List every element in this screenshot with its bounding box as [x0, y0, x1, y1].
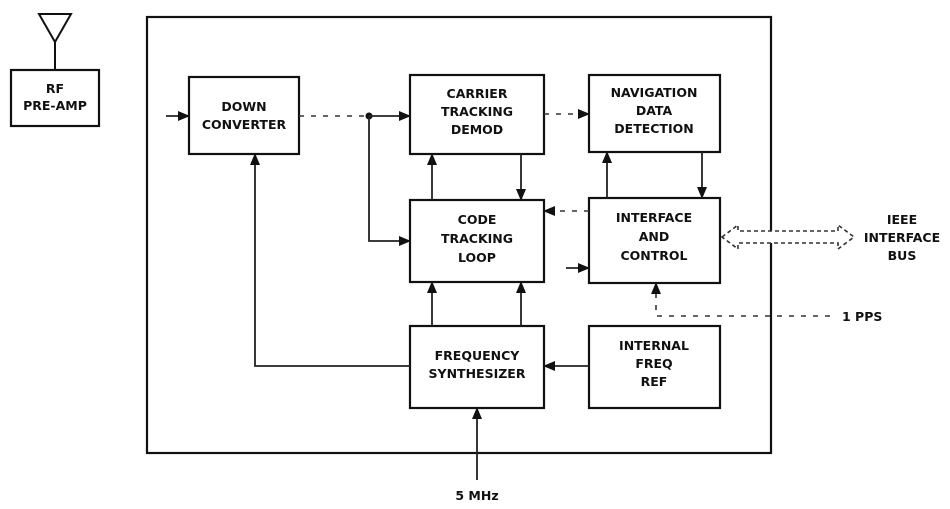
carrier-tracking-demod-label: TRACKING: [441, 104, 513, 119]
navigation-data-detection-label: DATA: [636, 103, 673, 118]
code-tracking-loop-block: CODE TRACKING LOOP: [408, 198, 546, 284]
navigation-data-detection-label: DETECTION: [614, 121, 693, 136]
ieee-bus-label-line3: BUS: [888, 248, 917, 263]
carrier-tracking-demod-label: CARRIER: [447, 86, 508, 101]
rf-preamp-label: PRE-AMP: [23, 98, 87, 113]
interface-and-control-label: CONTROL: [620, 248, 687, 263]
external-ref-label: 5 MHz: [455, 488, 498, 503]
frequency-synthesizer-block: FREQUENCY SYNTHESIZER: [408, 324, 546, 410]
internal-freq-ref-block: INTERNAL FREQ REF: [587, 324, 722, 410]
synth-to-downconverter-arrow: [250, 153, 410, 367]
internal-freq-ref-label: FREQ: [635, 356, 672, 371]
internal-freq-ref-label: INTERNAL: [619, 338, 689, 353]
down-converter-label: CONVERTER: [202, 117, 287, 132]
code-tracking-loop-label: TRACKING: [441, 231, 513, 246]
code-tracking-loop-label: LOOP: [458, 250, 496, 265]
internal-freq-ref-label: REF: [641, 374, 668, 389]
rf-preamp-label: RF: [46, 81, 64, 96]
pps-input-arrow: [651, 282, 830, 317]
antenna-icon: [37, 13, 73, 70]
down-converter-block: DOWN CONVERTER: [187, 75, 301, 156]
carrier-tracking-demod-label: DEMOD: [451, 122, 503, 137]
interface-and-control-block: INTERFACE AND CONTROL: [587, 196, 722, 285]
interface-and-control-label: AND: [639, 229, 670, 244]
navigation-data-detection-block: NAVIGATION DATA DETECTION: [587, 73, 722, 154]
down-converter-label: DOWN: [221, 99, 266, 114]
to-code-loop-arrow: [368, 116, 411, 246]
ieee-bus-label-line1: IEEE: [887, 212, 917, 227]
carrier-tracking-demod-block: CARRIER TRACKING DEMOD: [408, 73, 546, 156]
pps-label: 1 PPS: [842, 309, 882, 324]
ieee-bus-label-line2: INTERFACE: [864, 230, 940, 245]
frequency-synthesizer-label: FREQUENCY: [435, 348, 521, 363]
rf-preamp-block: RF PRE-AMP: [9, 68, 101, 128]
navigation-data-detection-label: NAVIGATION: [611, 85, 698, 100]
frequency-synthesizer-label: SYNTHESIZER: [429, 366, 526, 381]
ieee-bus-arrow: [720, 223, 856, 251]
interface-and-control-label: INTERFACE: [616, 210, 692, 225]
code-tracking-loop-label: CODE: [458, 212, 497, 227]
